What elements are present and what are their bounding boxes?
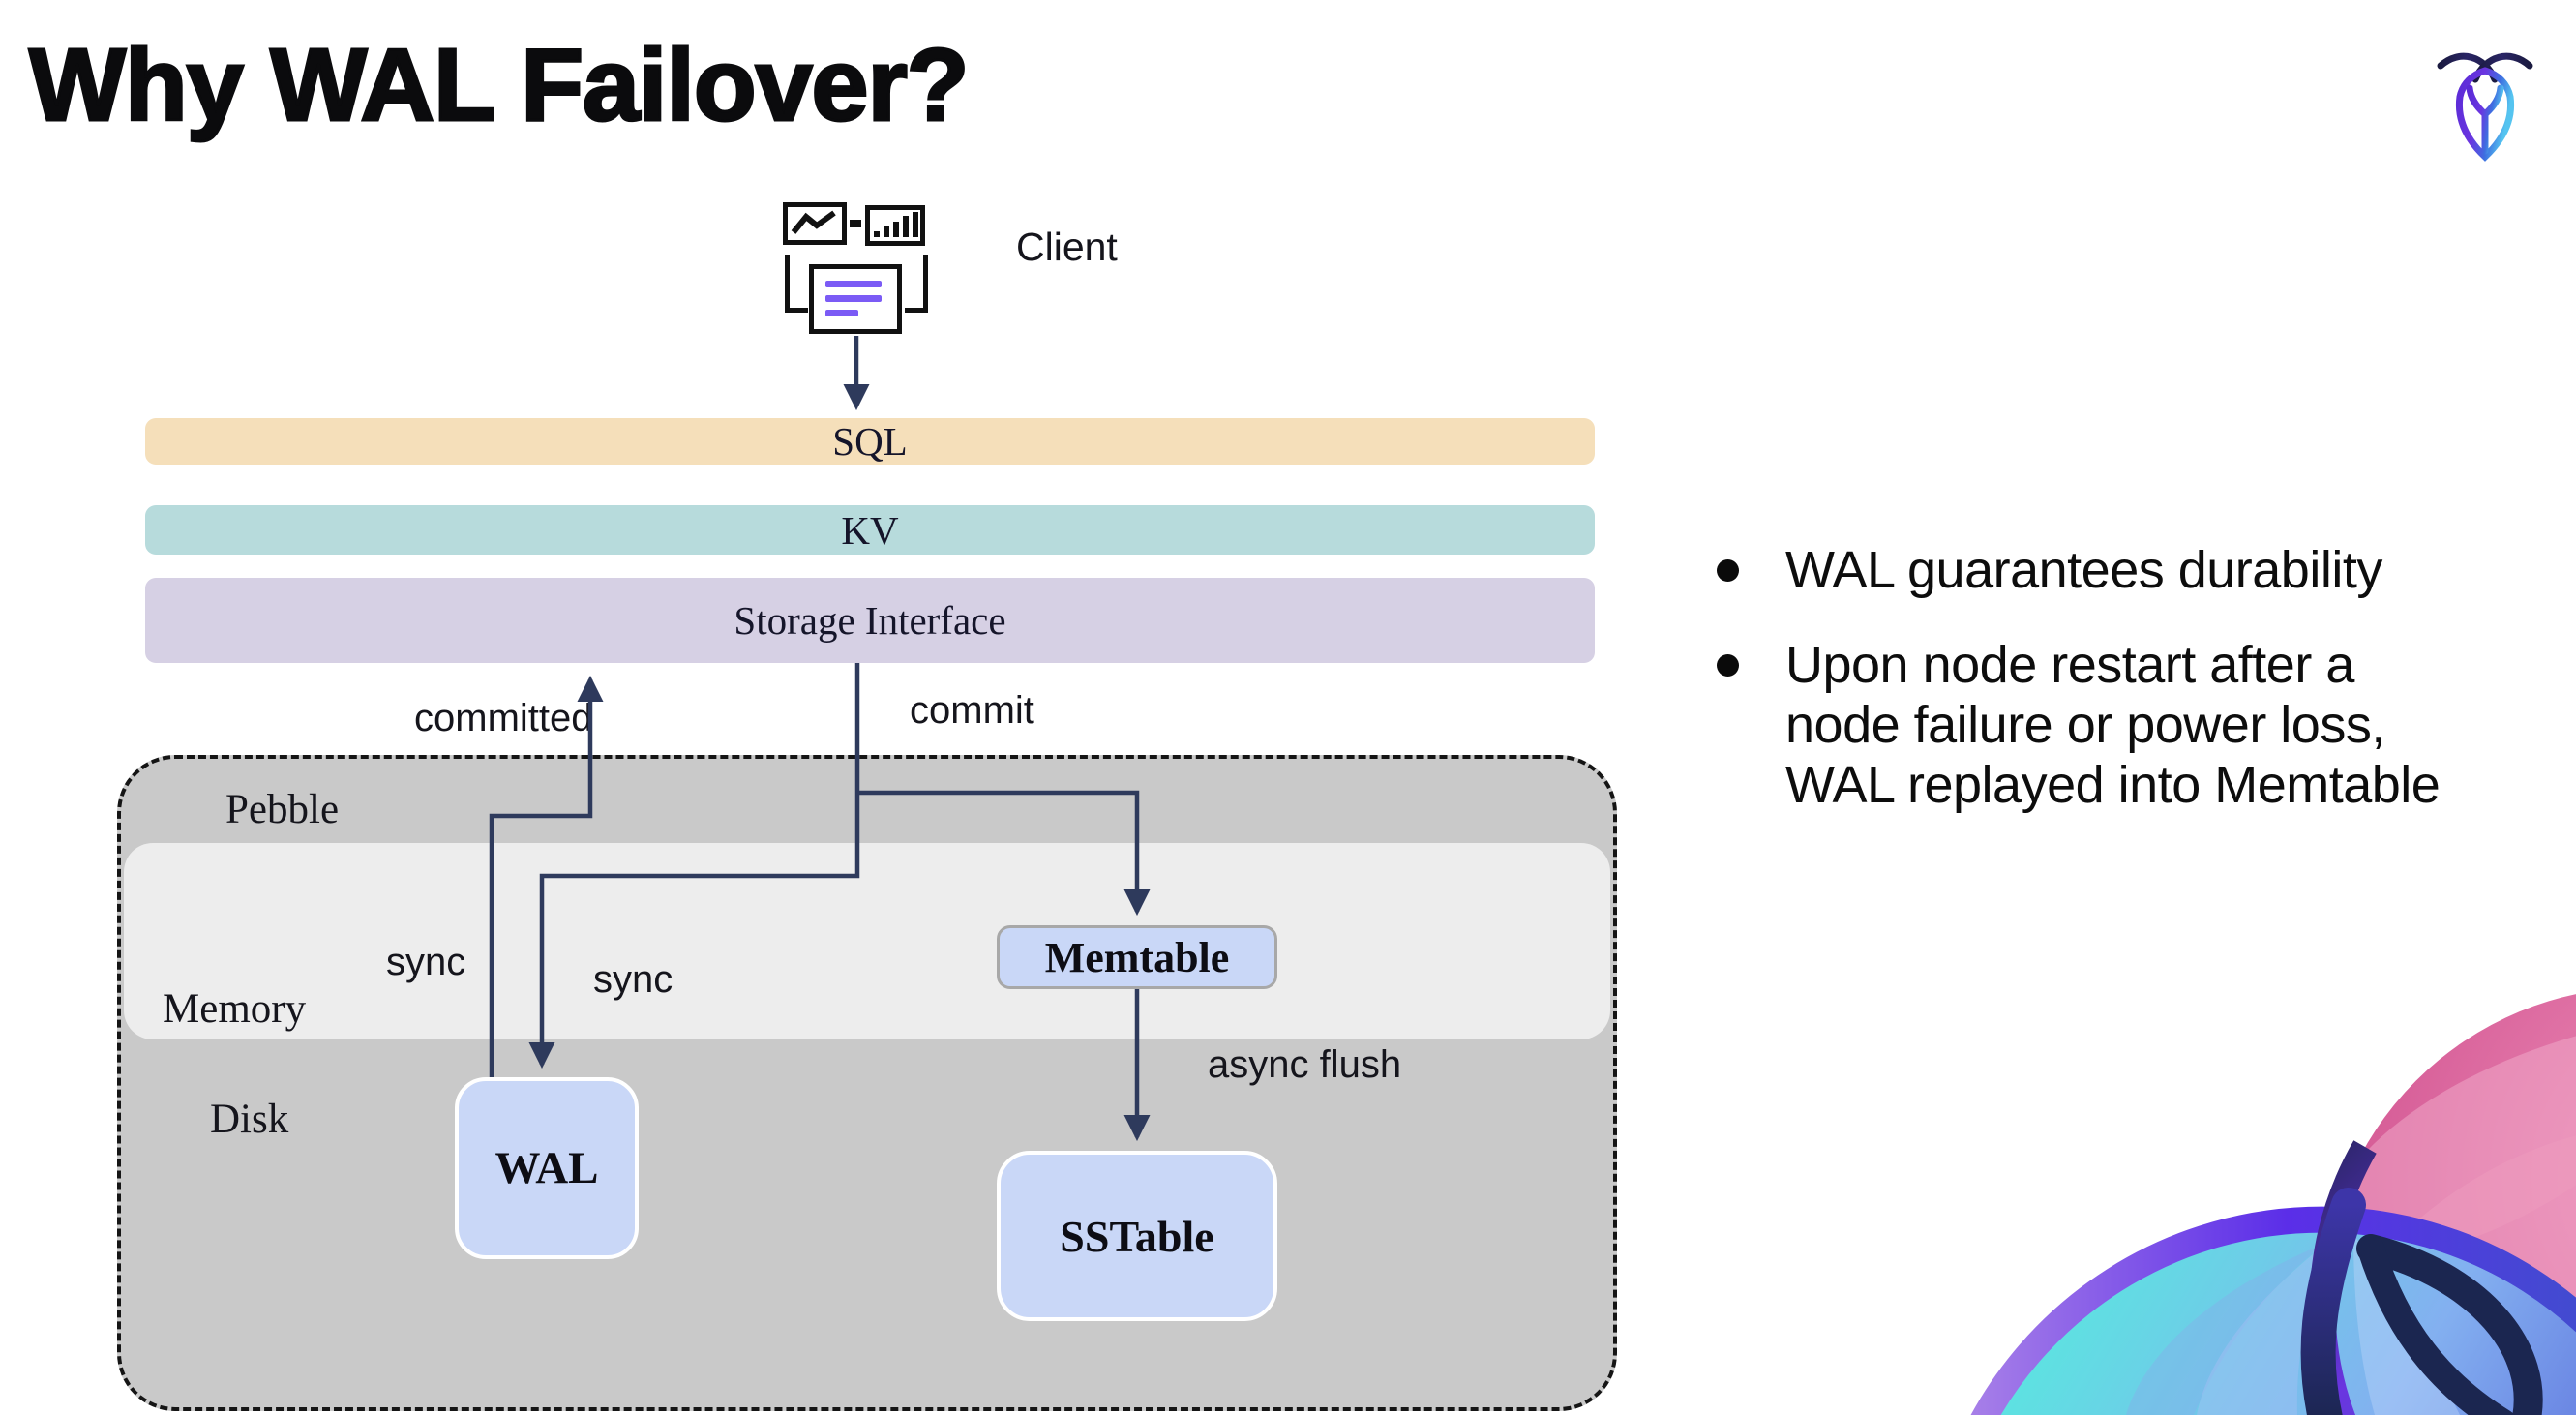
layer-sql: SQL bbox=[145, 418, 1595, 465]
list-item: WAL guarantees durability bbox=[1703, 540, 2516, 600]
client-icon bbox=[780, 198, 935, 339]
brand-spheres-graphic bbox=[1970, 994, 2576, 1415]
bracket-right-icon bbox=[905, 255, 928, 313]
sstable-box: SSTable bbox=[997, 1151, 1277, 1321]
bullet-text: Upon node restart after a node failure o… bbox=[1785, 636, 2441, 814]
async-flush-label: async flush bbox=[1208, 1043, 1402, 1086]
page-title: Why WAL Failover? bbox=[28, 27, 972, 144]
commit-label: commit bbox=[910, 689, 1034, 732]
bullet-text: WAL guarantees durability bbox=[1785, 541, 2382, 599]
document-line bbox=[825, 281, 882, 287]
cockroachdb-logo-icon bbox=[2437, 52, 2533, 162]
sync-label-1: sync bbox=[386, 941, 466, 983]
line-chart-icon bbox=[783, 202, 847, 245]
bracket-left-icon bbox=[785, 255, 808, 313]
document-line bbox=[825, 310, 858, 316]
document-icon bbox=[809, 264, 902, 334]
bullet-list: WAL guarantees durability Upon node rest… bbox=[1703, 540, 2516, 815]
disk-label: Disk bbox=[210, 1097, 289, 1142]
pebble-label: Pebble bbox=[225, 787, 340, 832]
icon-separator bbox=[850, 220, 861, 227]
sync-label-2: sync bbox=[593, 958, 674, 1001]
list-item: Upon node restart after a node failure o… bbox=[1703, 635, 2516, 815]
bullet-icon bbox=[1717, 559, 1739, 582]
layer-storage-interface: Storage Interface bbox=[145, 578, 1595, 663]
memtable-box: Memtable bbox=[997, 925, 1277, 989]
layer-kv: KV bbox=[145, 505, 1595, 555]
bullet-icon bbox=[1717, 654, 1739, 677]
wal-box: WAL bbox=[455, 1077, 639, 1259]
memory-band bbox=[124, 843, 1610, 1039]
committed-label: committed bbox=[414, 697, 593, 739]
document-line bbox=[825, 295, 882, 302]
client-label: Client bbox=[1016, 225, 1118, 269]
memory-label: Memory bbox=[163, 986, 307, 1032]
bar-chart-icon bbox=[865, 205, 925, 246]
